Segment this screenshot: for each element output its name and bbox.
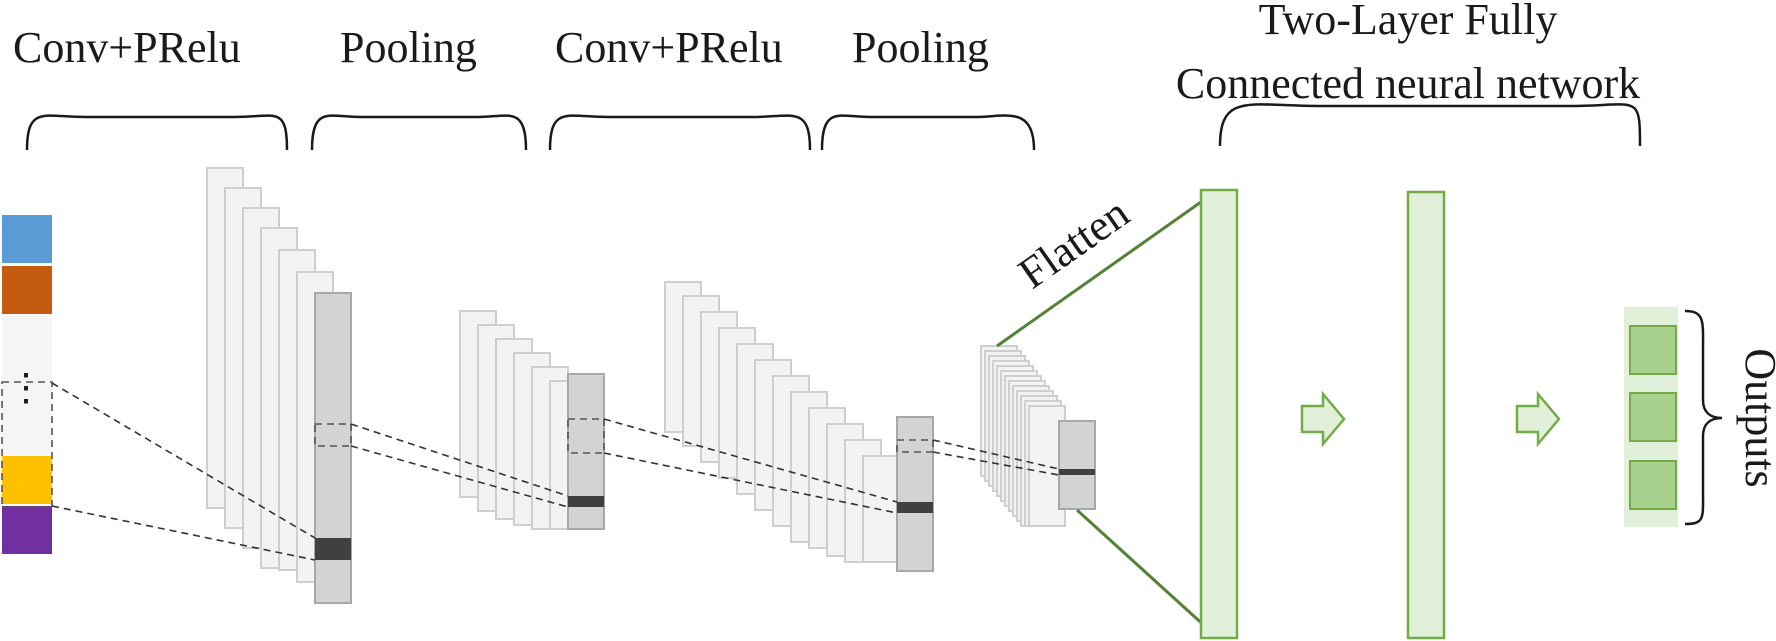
label-fc-line-1: Two-Layer Fully (1259, 0, 1558, 44)
pool2-highlight-row (1059, 469, 1095, 475)
brace-fully-connected (1218, 103, 1642, 147)
label-conv-prelu-1: Conv+PRelu (13, 23, 241, 72)
receptive-field-lines (51, 382, 1060, 561)
right-arrow-icon (1300, 390, 1346, 448)
brace-pooling-1 (310, 114, 528, 151)
pool1-highlight-row (568, 496, 604, 507)
output-layer (1624, 307, 1678, 527)
fc-layer-2 (1406, 190, 1446, 640)
conv1-window (314, 423, 352, 447)
input-vector: ⋮ (1, 215, 53, 554)
conv2-highlight-row (897, 502, 933, 513)
pool1-feature-maps (459, 310, 605, 530)
right-arrow-icon (1515, 390, 1561, 448)
input-cell-blank (2, 316, 52, 456)
brace-outputs (1684, 309, 1723, 526)
pool2-feature-maps (980, 345, 1096, 527)
input-window (1, 381, 53, 508)
conv1-feature-maps (206, 167, 352, 604)
pool1-window (567, 418, 605, 454)
output-cell-2 (1629, 392, 1677, 442)
label-outputs: Outputs (1736, 348, 1776, 487)
label-flatten: Flatten (1010, 188, 1138, 298)
label-pooling-2: Pooling (852, 23, 989, 72)
input-cell-yellow (2, 456, 52, 504)
conv2-window (896, 439, 934, 453)
flatten-line-bottom (1075, 508, 1220, 640)
output-cell-1 (1629, 325, 1677, 375)
pool2-front-map (1058, 420, 1096, 510)
label-conv-prelu-2: Conv+PRelu (555, 23, 783, 72)
input-ellipsis-icon: ⋮ (7, 367, 45, 409)
label-fc-line-2: Connected neural network (1176, 59, 1640, 108)
brace-conv-2 (548, 114, 812, 151)
conv2-front-map (896, 416, 934, 572)
fc-layer-1 (1199, 188, 1239, 640)
label-pooling-1: Pooling (340, 23, 477, 72)
output-cell-3 (1629, 460, 1677, 510)
input-cell-blue (2, 215, 52, 263)
conv2-feature-maps (664, 281, 934, 572)
brace-conv-1 (25, 114, 289, 151)
input-cell-orange (2, 266, 52, 314)
conv1-highlight-row (315, 538, 351, 560)
input-cell-purple (2, 506, 52, 554)
flatten-line-top (996, 188, 1219, 348)
brace-pooling-2 (820, 114, 1036, 151)
